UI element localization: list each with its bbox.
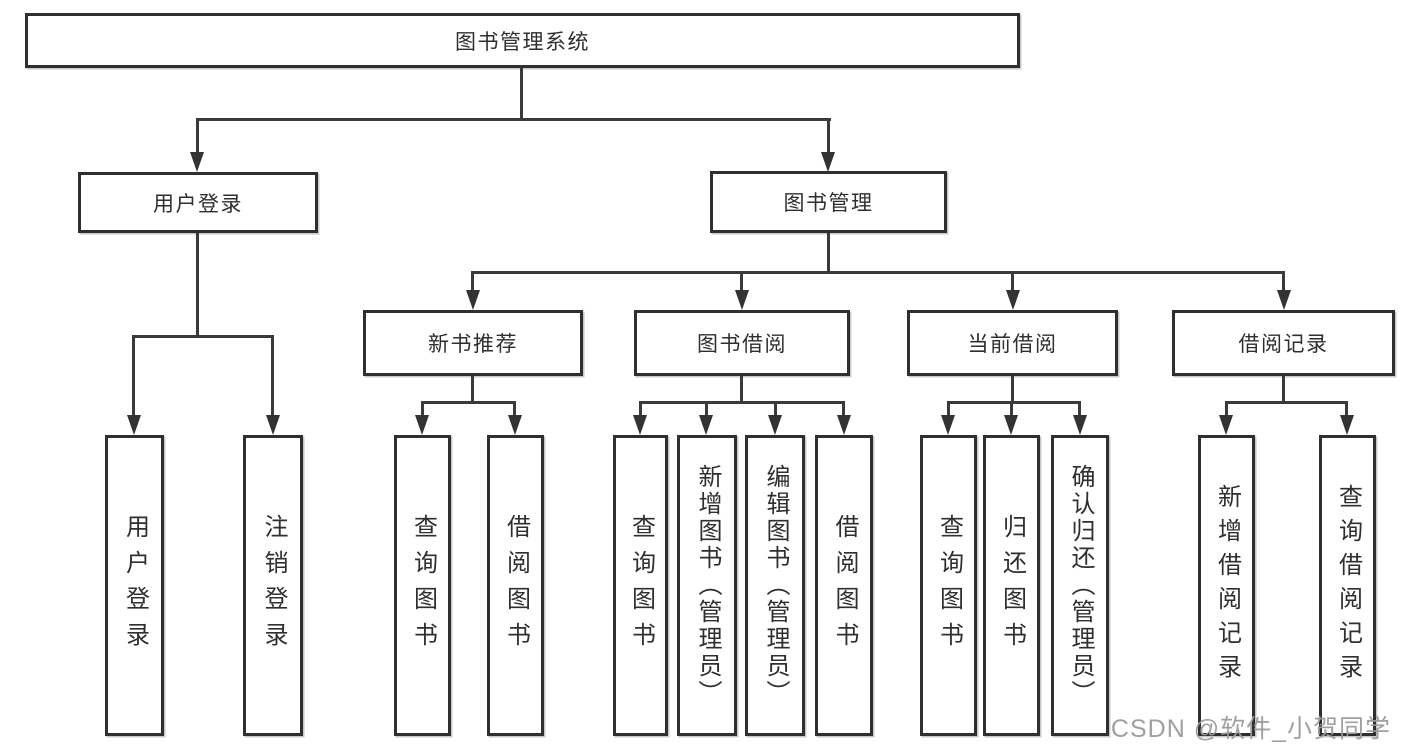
node-label: 查询图书: [627, 513, 655, 658]
node-library-system: 图书管理系统: [25, 13, 1020, 68]
node-book-management: 图书管理: [710, 171, 947, 233]
arrow-down-icon: [768, 415, 782, 435]
connector-line: [640, 401, 844, 404]
arrow-down-icon: [1219, 415, 1233, 435]
node-label: 图书借阅: [697, 333, 787, 356]
connector-line: [1225, 401, 1228, 417]
arrow-down-icon: [508, 415, 522, 435]
node-label: 查询图书: [409, 513, 437, 658]
connector-line: [740, 271, 743, 292]
leaf-borrow-books-borrowing: 借阅图书: [815, 435, 873, 736]
node-label: 新书推荐: [428, 333, 518, 356]
leaf-borrow-books-recommend: 借阅图书: [487, 435, 544, 736]
connector-line: [740, 376, 743, 403]
connector-line: [705, 401, 708, 417]
connector-line: [1345, 401, 1348, 417]
node-label: 查询借阅记录: [1334, 483, 1362, 688]
connector-line: [133, 335, 274, 338]
connector-line: [196, 233, 199, 337]
node-label: 新增借阅记录: [1213, 483, 1241, 688]
node-label: 编辑图书（管理员）: [762, 464, 789, 707]
connector-line: [471, 271, 474, 292]
connector-line: [827, 233, 830, 273]
leaf-confirm-return-admin: 确认归还（管理员）: [1051, 435, 1109, 736]
leaf-add-book-admin: 新增图书（管理员）: [677, 435, 737, 736]
connector-line: [948, 401, 1080, 404]
connector-line: [1282, 271, 1285, 292]
connector-line: [421, 401, 424, 417]
connector-line: [1010, 401, 1013, 417]
arrow-down-icon: [127, 415, 141, 435]
csdn-watermark: CSDN @软件_小贺同学: [1110, 715, 1391, 743]
connector-line: [196, 118, 199, 154]
arrow-down-icon: [1073, 415, 1087, 435]
connector-line: [842, 401, 845, 417]
node-label: 用户登录: [121, 513, 149, 658]
node-label: 借阅记录: [1238, 333, 1329, 356]
connector-line: [422, 401, 515, 404]
connector-line: [472, 271, 1284, 274]
node-label: 注销登录: [260, 513, 287, 658]
leaf-query-books-borrowing: 查询图书: [613, 435, 668, 736]
connector-line: [947, 401, 950, 417]
arrow-down-icon: [1004, 415, 1018, 435]
arrow-down-icon: [837, 415, 851, 435]
leaf-user-login: 用户登录: [105, 435, 164, 736]
arrow-down-icon: [1006, 290, 1020, 310]
arrow-down-icon: [466, 290, 480, 310]
node-label: 用户登录: [153, 192, 243, 216]
connector-line: [827, 118, 830, 154]
node-label: 当前借阅: [967, 333, 1058, 356]
arrow-down-icon: [735, 290, 749, 310]
node-label: 新增图书（管理员）: [694, 464, 721, 707]
connector-line: [513, 401, 516, 417]
arrow-down-icon: [821, 152, 835, 172]
leaf-return-book: 归还图书: [983, 435, 1040, 736]
connector-line: [197, 118, 831, 121]
leaf-query-books-recommend: 查询图书: [394, 435, 451, 736]
node-book-borrowing: 图书借阅: [634, 310, 850, 376]
connector-line: [1011, 271, 1014, 292]
connector-line: [271, 335, 274, 417]
node-label: 图书管理: [783, 192, 874, 215]
arrow-down-icon: [633, 415, 647, 435]
leaf-query-borrow-record: 查询借阅记录: [1319, 435, 1376, 736]
connector-line: [1226, 401, 1347, 404]
node-user-login: 用户登录: [78, 172, 318, 233]
arrow-down-icon: [1277, 290, 1291, 310]
connector-line: [1282, 376, 1285, 403]
node-label: 查询图书: [935, 513, 963, 658]
node-label: 借阅图书: [831, 513, 858, 658]
arrow-down-icon: [190, 152, 204, 172]
connector-line: [1078, 401, 1081, 417]
connector-line: [132, 335, 135, 417]
node-current-borrowing: 当前借阅: [907, 310, 1118, 376]
leaf-logout: 注销登录: [243, 435, 303, 736]
connector-line: [1011, 376, 1014, 403]
arrow-down-icon: [941, 415, 955, 435]
node-label: 借阅图书: [502, 513, 530, 658]
leaf-query-books-current: 查询图书: [920, 435, 977, 736]
connector-line: [471, 376, 474, 403]
leaf-edit-book-admin: 编辑图书（管理员）: [745, 435, 805, 736]
connector-line: [520, 68, 523, 120]
node-new-book-recommendation: 新书推荐: [363, 310, 583, 376]
leaf-add-borrow-record: 新增借阅记录: [1198, 435, 1255, 736]
arrow-down-icon: [266, 415, 280, 435]
node-label: 图书管理系统: [455, 30, 590, 54]
arrow-down-icon: [415, 415, 429, 435]
arrow-down-icon: [699, 415, 713, 435]
connector-line: [774, 401, 777, 417]
arrow-down-icon: [1340, 415, 1354, 435]
node-label: 归还图书: [998, 513, 1026, 658]
connector-line: [639, 401, 642, 417]
node-label: 确认归还（管理员）: [1067, 464, 1094, 707]
node-borrowing-records: 借阅记录: [1172, 310, 1395, 376]
